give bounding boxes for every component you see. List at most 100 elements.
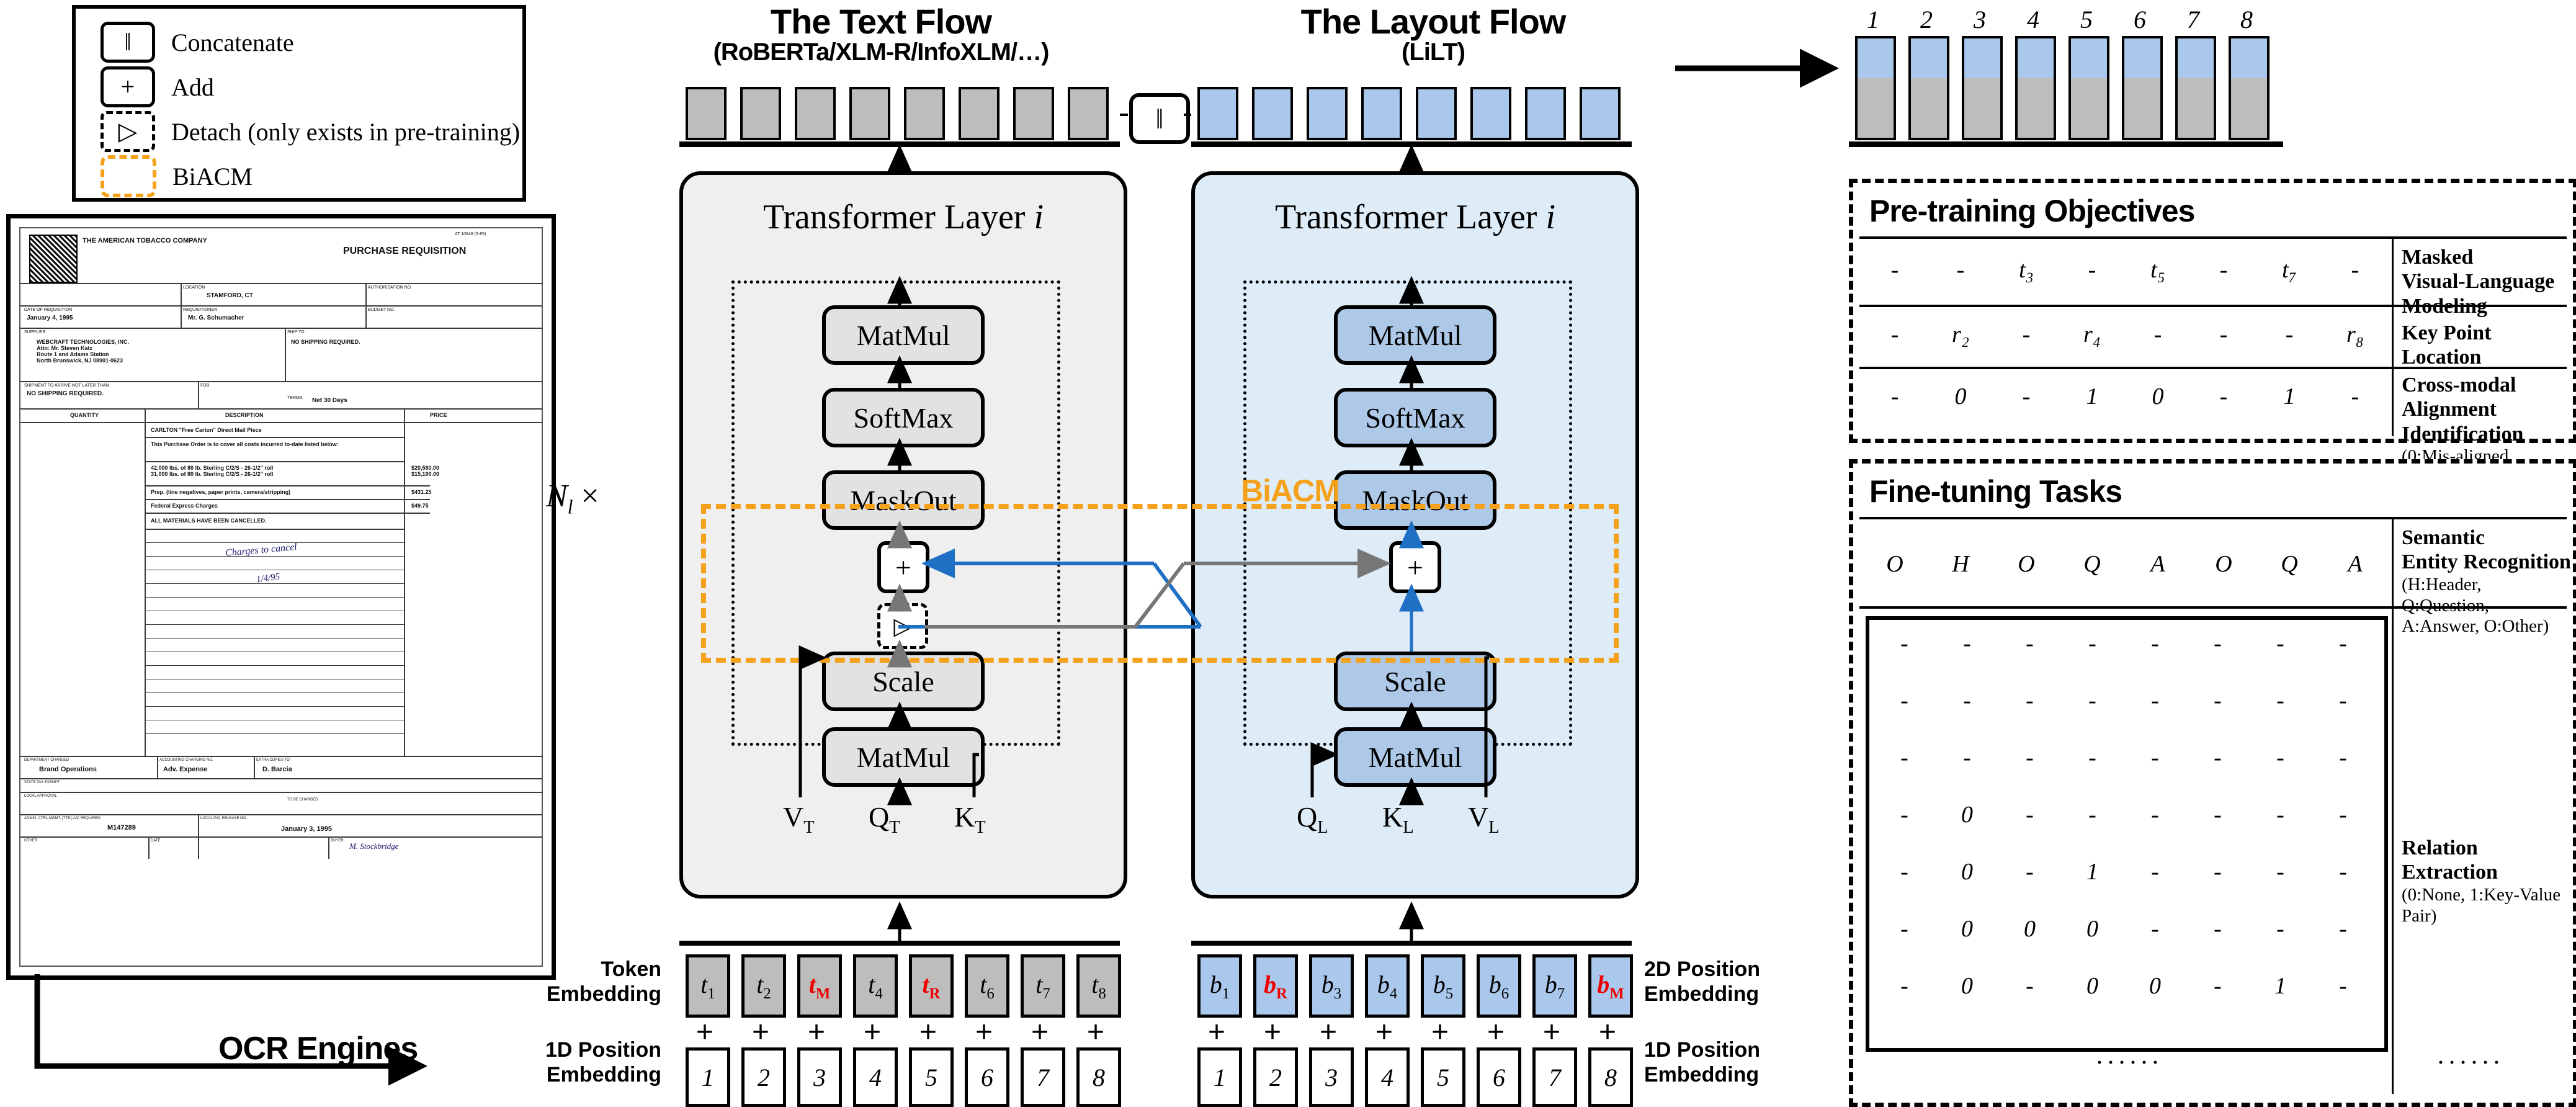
re-matrix-cell: - <box>2088 630 2096 657</box>
legend-box: ‖ Concatenate + Add ▷ Detach (only exist… <box>72 5 526 202</box>
text-op-softmax: SoftMax <box>822 388 985 447</box>
re-matrix-cell: - <box>2151 859 2159 885</box>
biacm-icon <box>101 155 156 197</box>
re-matrix-cell: - <box>1900 802 1908 828</box>
doc-field-value-location: STAMFORD, CT <box>207 292 253 299</box>
re-matrix-cell: 0 <box>2086 973 2098 999</box>
re-matrix-cell: - <box>2088 745 2096 771</box>
re-matrix-cell: - <box>2339 688 2347 714</box>
objective-value-cell: r₄ <box>2083 321 2101 347</box>
re-matrix-cell: - <box>1963 688 1971 714</box>
embedding-add-sign: + <box>1031 1016 1049 1049</box>
objective-value-cell: t₅ <box>2150 257 2165 283</box>
doc-title: PURCHASE REQUISITION <box>343 246 467 256</box>
pos1d-embedding-label-left: 1D Position Embedding <box>545 1038 661 1087</box>
re-matrix-cell: 0 <box>1961 973 1973 999</box>
text-input-q-sub: T <box>889 818 900 838</box>
embedding-add-sign: + <box>1264 1016 1282 1049</box>
output-bar-index: 4 <box>2027 6 2039 34</box>
text-input-k: KT <box>954 801 986 838</box>
text-flow-output-rule <box>679 141 1120 147</box>
re-note: (0:None, 1:Key-Value Pair) <box>2402 884 2561 926</box>
concatenate-node: ‖ <box>1129 93 1190 144</box>
doc-field-label-supplier: SUPPLIER <box>24 330 46 334</box>
text-add-node: + <box>877 541 929 593</box>
layout-input-q-sub: L <box>1317 818 1328 838</box>
layout-panel-title: Transformer Layer i <box>1195 197 1635 237</box>
ser-name-l2: Entity Recognition <box>2402 550 2571 574</box>
doc-col-quantity: QUANTITY <box>70 412 99 418</box>
position-embedding-cell: 5 <box>909 1047 954 1107</box>
position-embedding-cell: 8 <box>1076 1047 1121 1107</box>
layout-input-v: VL <box>1468 801 1500 838</box>
objective-value-cell: H <box>1952 551 1969 577</box>
token-embedding-cell: t2 <box>741 954 786 1018</box>
position-embedding-cell: 2 <box>1253 1047 1298 1107</box>
pos2d-embedding-label: 2D Position Embedding <box>1644 957 1761 1006</box>
embedding-add-sign: + <box>1087 1016 1105 1049</box>
objective-value-cell: 1 <box>2283 383 2296 410</box>
layout-flow-title-sub: (LiLT) <box>1401 38 1465 66</box>
re-matrix-cell: - <box>2026 688 2034 714</box>
token-embedding-cell: tR <box>909 954 954 1018</box>
re-matrix-cell: - <box>2026 973 2034 999</box>
doc-lineitem-desc-4: Federal Express Charges <box>151 503 218 509</box>
concatenate-icon: ‖ <box>101 22 155 63</box>
relation-extraction-matrix-box: -------------------------0-------0-1----… <box>1866 616 2388 1052</box>
position-embedding-cell: 2 <box>741 1047 786 1107</box>
token-embedding-cell: b4 <box>1365 954 1410 1018</box>
doc-field-value-date: January 4, 1995 <box>27 315 73 321</box>
document-scan-image: THE AMERICAN TOBACCO COMPANY PURCHASE RE… <box>6 214 556 980</box>
objective-value-cell: - <box>2285 321 2294 347</box>
doc-lineitem-price-2: $20,580.00 $15,190.00 <box>411 465 440 477</box>
re-matrix-cell: 0 <box>1961 916 1973 942</box>
re-matrix-cell: - <box>1963 630 1971 657</box>
token-embedding-label: Token Embedding <box>546 957 661 1006</box>
pretraining-name-kpl: Key Point Location <box>2402 321 2573 370</box>
output-token-cell <box>1361 87 1402 140</box>
output-token-cell <box>1525 87 1566 140</box>
layout-input-k-sub: L <box>1403 818 1414 838</box>
output-bar <box>1962 36 2003 140</box>
doc-field-label-date: DATE OF REQUISITION <box>24 308 73 312</box>
ser-note-2: A:Answer, O:Other) <box>2402 616 2549 637</box>
text-panel-title-text: Transformer Layer <box>763 198 1026 236</box>
re-matrix-cell: - <box>2151 688 2159 714</box>
ser-name: Semantic Entity Recognition (H:Header, Q… <box>2402 526 2573 637</box>
position-embedding-cell: 3 <box>1309 1047 1354 1107</box>
pretraining-name-cai-l2: Alignment Identification <box>2402 398 2524 446</box>
doc-footer-label-date2: DATE <box>151 839 161 843</box>
re-matrix-cell: - <box>2214 916 2222 942</box>
token-embedding-cell: t6 <box>965 954 1009 1018</box>
doc-field-label-terms: TERMS <box>287 396 303 400</box>
text-panel-title-index: i <box>1034 198 1044 236</box>
biacm-region <box>701 504 1619 663</box>
doc-footer-label-dept: DEPARTMENT CHARGED <box>24 758 69 762</box>
doc-col-description: DESCRIPTION <box>225 412 264 418</box>
add-icon: + <box>101 66 155 107</box>
pretraining-title: Pre-training Objectives <box>1869 194 2195 228</box>
legend-label-concatenate: Concatenate <box>171 28 294 56</box>
ser-note-1: (H:Header, Q:Question, <box>2402 574 2489 616</box>
token-embedding-cell: b7 <box>1532 954 1577 1018</box>
doc-field-label-auth: AUTHORIZATION NO. <box>368 285 413 290</box>
ser-name-l1: Semantic <box>2402 526 2485 549</box>
embedding-add-sign: + <box>1320 1016 1338 1049</box>
doc-footer-label-taxexempt: STATE TAX EXEMPT <box>24 781 60 784</box>
re-matrix-cell: 0 <box>1961 802 1973 828</box>
output-token-cell <box>1013 87 1054 140</box>
position-embedding-cell: 8 <box>1588 1047 1633 1107</box>
doc-col-price: PRICE <box>430 412 447 418</box>
layer-repeat-sub: l <box>567 496 573 518</box>
embedding-add-sign: + <box>808 1016 826 1049</box>
output-bar-index: 1 <box>1867 6 1879 34</box>
doc-footer-label-copies: EXTRA COPIES TO: <box>256 758 291 762</box>
output-token-cell <box>1068 87 1109 140</box>
re-matrix-cell: - <box>2214 688 2222 714</box>
output-token-cell <box>1416 87 1457 140</box>
token-embedding-cell: tM <box>797 954 842 1018</box>
objective-value-cell: - <box>1956 257 1965 283</box>
objective-value-cell: - <box>2219 321 2228 347</box>
embedding-add-sign: + <box>1599 1016 1617 1049</box>
biacm-label: BiACM <box>1241 473 1340 508</box>
